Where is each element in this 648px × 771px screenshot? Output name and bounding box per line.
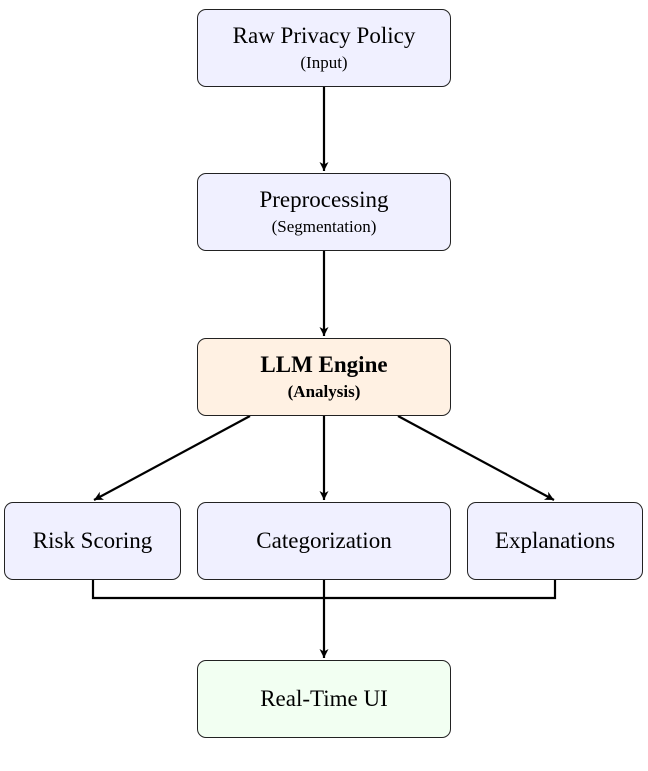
arrow-llm-to-explanations [397,415,555,501]
node-llm-engine: LLM Engine (Analysis) [197,338,451,416]
node-subtitle: (Segmentation) [271,217,377,236]
node-preprocessing: Preprocessing (Segmentation) [197,173,451,251]
node-title: LLM Engine [260,352,388,377]
node-title: Risk Scoring [32,528,153,553]
merge-line-explanations [324,580,557,600]
node-risk-scoring: Risk Scoring [4,502,181,580]
merge-line-risk [91,580,324,600]
node-explanations: Explanations [467,502,643,580]
node-title: Explanations [494,528,616,553]
node-title: Raw Privacy Policy [232,23,416,48]
arrow-llm-to-risk [93,415,251,501]
node-title: Categorization [256,528,392,553]
node-raw-privacy-policy: Raw Privacy Policy (Input) [197,9,451,87]
node-categorization: Categorization [197,502,451,580]
node-title: Real-Time UI [260,686,388,711]
node-real-time-ui: Real-Time UI [197,660,451,738]
node-title: Preprocessing [259,187,389,212]
node-subtitle: (Analysis) [287,382,361,401]
node-subtitle: (Input) [300,53,348,72]
